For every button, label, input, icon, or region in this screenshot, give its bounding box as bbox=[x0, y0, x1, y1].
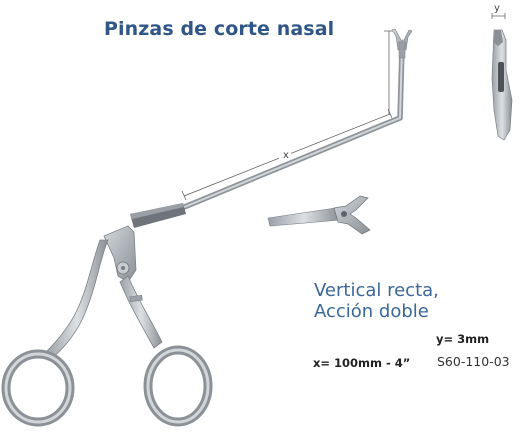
description-line-1: Vertical recta, bbox=[314, 280, 439, 301]
jaw-detail-open bbox=[267, 195, 371, 235]
product-code: S60-110-03 bbox=[437, 354, 510, 369]
spec-y-size: y= 3mm bbox=[436, 332, 490, 346]
product-title: Pinzas de corte nasal bbox=[104, 18, 335, 40]
description-line-2: Acción doble bbox=[314, 301, 429, 322]
dimension-x bbox=[181, 30, 394, 201]
tip-detail-front bbox=[491, 13, 513, 141]
forceps-handle bbox=[1, 225, 213, 427]
product-description: Vertical recta, Acción doble bbox=[314, 280, 439, 322]
dimension-x-label: x bbox=[283, 150, 289, 161]
spec-x-length: x= 100mm - 4” bbox=[313, 356, 411, 370]
forceps-shaft bbox=[130, 45, 405, 228]
forceps-tip bbox=[391, 28, 413, 59]
dimension-y-label: y bbox=[494, 3, 500, 14]
